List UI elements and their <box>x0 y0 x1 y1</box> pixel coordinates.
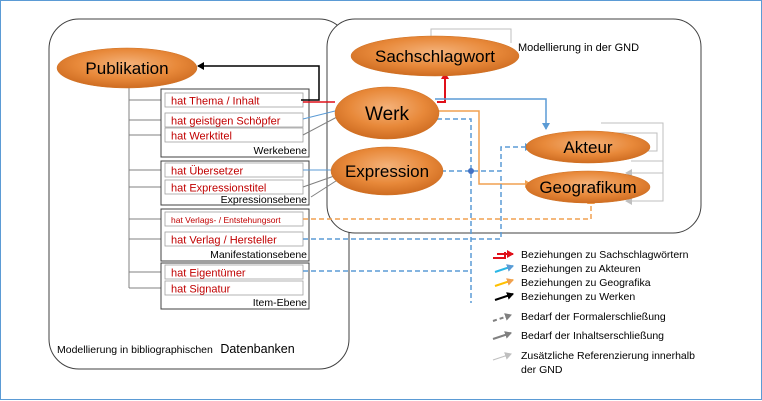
node-akteur: Akteur <box>525 130 651 164</box>
node-publikation-label: Publikation <box>85 59 168 78</box>
legend-label-formalerschliessung: Bedarf der Formalerschließung <box>521 311 666 323</box>
junction-dot <box>468 168 474 174</box>
relation-hat-signatur: hat Signatur <box>171 284 231 296</box>
edge-werk-sachschlagwort <box>437 72 449 103</box>
node-geografikum: Geografikum <box>525 170 651 204</box>
legend-label-sachschlagwoerter: Beziehungen zu Sachschlagwörtern <box>521 249 689 261</box>
node-akteur-label: Akteur <box>563 138 612 157</box>
legend-item-werke: Beziehungen zu Werken <box>494 291 635 303</box>
node-geografikum-label: Geografikum <box>539 178 636 197</box>
legend-label-inhaltserschliessung: Bedarf der Inhaltserschließung <box>521 330 664 342</box>
relation-hat-werktitel: hat Werktitel <box>171 131 232 143</box>
legend-item-sachschlagwoerter: Beziehungen zu Sachschlagwörtern <box>493 249 689 261</box>
node-sachschlagwort-label: Sachschlagwort <box>375 47 495 66</box>
legend-label-werke: Beziehungen zu Werken <box>521 291 635 303</box>
relation-hat-geistigen-schoepfer: hat geistigen Schöpfer <box>171 116 281 128</box>
legend-label-referenzierung-cont: der GND <box>521 364 563 376</box>
group-item-ebene: hat Eigentümer hat Signatur Item-Ebene <box>160 262 310 310</box>
group-manifestationsebene: hat Verlags- / Entstehungsort hat Verlag… <box>160 208 310 262</box>
edge-verlag-akteur <box>303 173 502 240</box>
edge-entstehungsort-geografikum <box>303 197 595 220</box>
node-expression-label: Expression <box>345 162 429 181</box>
legend-item-inhaltserschliessung: Bedarf der Inhaltserschließung <box>492 330 664 342</box>
relation-hat-expressionstitel: hat Expressionstitel <box>171 183 266 195</box>
legend-label-geografika: Beziehungen zu Geografika <box>521 277 651 289</box>
connection-lines <box>197 62 595 303</box>
edge-werk-akteur <box>435 98 550 130</box>
edge-expressionsebene-expression <box>310 178 340 198</box>
legend-item-geografika: Beziehungen zu Geografika <box>494 277 651 289</box>
left-panel-caption-small: Modellierung in bibliographischen <box>57 344 213 356</box>
group-label-manifestationsebene: Manifestationsebene <box>210 249 307 261</box>
edge-expressionstitel-expression <box>302 174 338 188</box>
node-sachschlagwort: Sachschlagwort <box>350 35 520 77</box>
group-werkebene: hat Thema / Inhalt hat geistigen Schöpfe… <box>160 88 310 158</box>
group-label-expressionsebene: Expressionsebene <box>221 194 308 206</box>
node-publikation: Publikation <box>56 47 198 89</box>
relation-hat-verlags-entstehungsort: hat Verlags- / Entstehungsort <box>171 215 281 225</box>
edge-werk-akteur-dashed <box>437 118 472 303</box>
node-expression: Expression <box>330 146 444 196</box>
legend-item-akteure: Beziehungen zu Akteuren <box>494 263 641 275</box>
edge-werktitel-werk <box>302 116 338 136</box>
node-werk: Werk <box>334 86 440 140</box>
legend-item-formalerschliessung: Bedarf der Formalerschließung <box>492 311 666 323</box>
legend-label-akteure: Beziehungen zu Akteuren <box>521 263 641 275</box>
legend-label-referenzierung: Zusätzliche Referenzierung innerhalb <box>521 350 695 362</box>
node-werk-label: Werk <box>365 104 409 125</box>
group-label-item-ebene: Item-Ebene <box>253 297 307 309</box>
edge-werk-geografikum <box>431 110 532 188</box>
relation-hat-verlag-hersteller: hat Verlag / Hersteller <box>171 235 277 247</box>
relation-hat-uebersetzer: hat Übersetzer <box>171 166 243 178</box>
edge-werk-publikation <box>197 62 320 101</box>
right-panel-caption: Modellierung in der GND <box>518 42 639 54</box>
legend-item-referenzierung: Zusätzliche Referenzierung innerhalb der… <box>492 350 695 376</box>
relation-hat-thema-inhalt: hat Thema / Inhalt <box>171 96 259 108</box>
edge-expression-akteur-dashed <box>441 143 532 172</box>
left-panel-caption-large: Datenbanken <box>220 342 294 356</box>
group-label-werkebene: Werkebene <box>253 145 307 157</box>
edge-schoepfer-werk <box>302 110 336 120</box>
group-expressionsebene: hat Übersetzer hat Expressionstitel Expr… <box>160 160 310 206</box>
legend: Beziehungen zu Sachschlagwörtern Beziehu… <box>492 249 695 376</box>
tree-connectors <box>128 87 165 289</box>
left-panel-caption: Modellierung in bibliographischen Datenb… <box>57 340 295 357</box>
relation-hat-eigentuemer: hat Eigentümer <box>171 268 246 280</box>
